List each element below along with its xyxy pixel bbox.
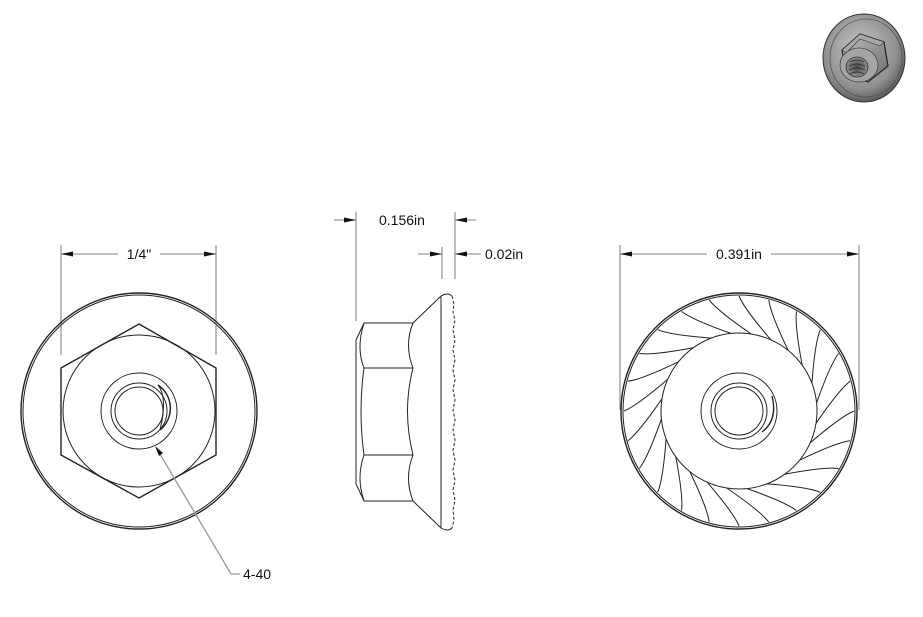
serration-tooth [726,487,770,523]
thread-callout-leader [156,448,232,575]
dimension-flange-label: 0.02in [485,246,523,262]
serration-tooth [708,299,752,335]
arrow-icon [847,251,859,257]
hex-outline [60,323,217,499]
serration-root-arc [730,332,752,335]
serration-tooth [706,481,740,527]
serration-root-arc [660,398,663,420]
isometric-preview [822,13,906,103]
serration-tooth [768,299,789,351]
serration-tooth [795,311,803,366]
arrow-icon [61,251,73,257]
serration-tooth [657,438,667,493]
serration-tooth [657,329,712,339]
serration-tooth [627,398,663,442]
serration-root-arc [660,419,667,440]
serration-tooth [811,329,821,384]
serration-tooth [784,467,839,475]
serration-root-arc [747,483,768,490]
serration-root-arc [692,337,712,349]
serration-ring [623,295,855,527]
serration-root-arc [809,423,817,444]
thread-callout-label: 4-40 [243,566,271,582]
serration-tooth [816,353,839,404]
arrow-icon [620,251,632,257]
arrow-icon [155,446,163,456]
arrow-icon [204,251,216,257]
serration-tooth [675,456,683,511]
serration-root-arc [766,473,786,485]
arrow-icon [455,217,467,223]
side-view: 0.156in 0.02in [334,212,523,531]
serration-tooth [799,440,851,461]
serration-root-arc [801,364,813,384]
serration-root-arc [811,382,818,403]
serration-tooth [639,418,662,469]
arrow-icon [344,217,356,223]
serration-tooth [639,347,694,355]
dimension-height-label: 0.156in [379,212,425,228]
serration-tooth [809,410,855,444]
dimension-width-label: 1/4" [127,246,151,262]
serration-tooth [681,311,732,334]
front-view: 1/4" 4-40 [20,245,271,582]
serration-tooth [689,471,710,523]
serration-root-arc [665,438,677,458]
serration-root-arc [726,487,748,490]
serration-root-arc [815,402,818,424]
serration-tooth [738,295,772,341]
serration-tooth [627,361,679,382]
dimension-diameter-label: 0.391in [716,246,762,262]
serration-tooth [815,380,851,424]
arrow-icon [455,251,467,257]
back-view: 0.391in [619,245,860,530]
serration-tooth [623,378,669,412]
serration-tooth [746,488,797,511]
serration-root-arc [710,332,731,339]
arrow-icon [430,251,442,257]
serration-tooth [766,483,821,493]
